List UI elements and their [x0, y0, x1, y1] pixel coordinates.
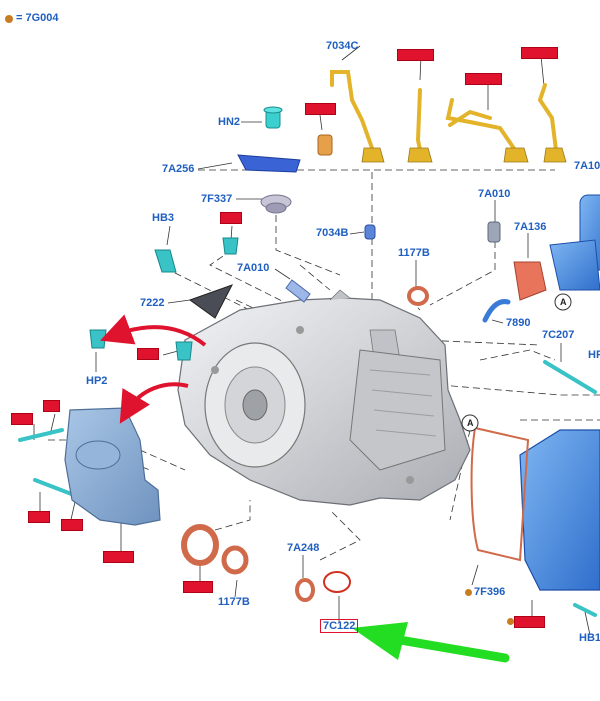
7g004-marker-7f396	[465, 589, 472, 596]
label-7a246c: 7A246C	[520, 47, 559, 59]
label-hb3: HB3	[152, 212, 175, 224]
label-1177a: 1177A	[182, 581, 214, 593]
label-7c207: 7C207	[542, 329, 575, 341]
callout-a-bottom: A	[467, 418, 474, 428]
label-7222: 7222	[140, 297, 165, 309]
label-7a246b: 7A246B	[464, 73, 503, 85]
label-hn2: HN2	[218, 116, 241, 128]
label-7a010-left: 7A010	[237, 262, 270, 274]
label-7890: 7890	[506, 317, 531, 329]
green-pointer-arrow	[352, 622, 510, 663]
label-hb1: HB1	[579, 632, 600, 644]
legend-marker-dot	[5, 15, 13, 23]
tube-fittings	[361, 147, 567, 163]
label-hs: HS	[43, 400, 60, 412]
label-7a985: 7A985	[103, 551, 134, 563]
label-7a256: 7A256	[162, 163, 195, 175]
label-7c122: 7C122	[320, 619, 359, 633]
label-hp1: HP1	[137, 348, 159, 360]
label-leaders	[33, 45, 591, 636]
label-hn4: HN4	[10, 413, 34, 425]
label-7a10: 7A10	[574, 160, 600, 172]
7g004-marker-7a194	[507, 618, 514, 625]
label-hp3: HP3	[220, 212, 242, 224]
fluid-tubes	[330, 70, 558, 152]
label-7a010-right: 7A010	[478, 188, 511, 200]
actuator-assembly	[549, 194, 600, 291]
label-7034b: 7034B	[316, 227, 349, 239]
label-hf: HF	[588, 349, 600, 361]
label-hp2: HP2	[86, 375, 108, 387]
callout-a-top: A	[560, 297, 567, 307]
valve-body-cover	[470, 426, 600, 617]
legend-text: = 7G004	[16, 12, 59, 24]
label-hb2: HB2	[60, 519, 84, 531]
label-7a194: 7A194	[514, 616, 545, 628]
red-direction-arrows	[99, 314, 207, 424]
label-7034a: 7034A	[305, 103, 336, 115]
transmission-housing	[177, 289, 471, 506]
label-7034c: 7034C	[326, 40, 359, 52]
label-1177b-top: 1177B	[398, 247, 430, 259]
label-7a246a: 7A246A	[396, 49, 435, 61]
seals	[181, 524, 351, 602]
label-7f337: 7F337	[201, 193, 233, 205]
callout-circles	[461, 293, 572, 432]
label-7a136: 7A136	[514, 221, 547, 233]
small-components	[18, 106, 597, 507]
label-1177b-bottom: 1177B	[218, 596, 250, 608]
label-7f396: 7F396	[474, 586, 506, 598]
side-cover	[64, 407, 161, 526]
label-hn3: HN3	[27, 511, 51, 523]
label-7a248: 7A248	[287, 542, 320, 554]
